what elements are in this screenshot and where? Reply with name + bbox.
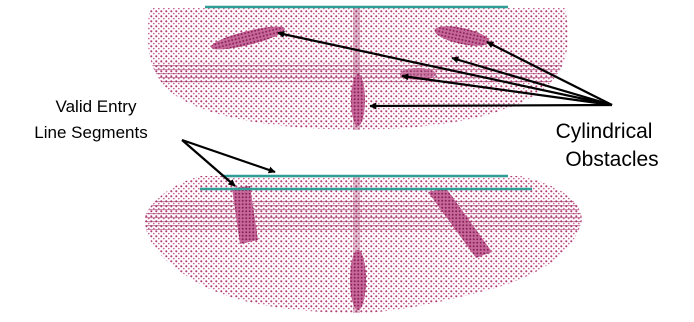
bottom-view: [145, 176, 585, 314]
bottom-obstacle-center: [350, 250, 366, 310]
obstacle-arrow-5: [370, 105, 612, 106]
obstacles-label: Cylindrical Obstacles: [556, 120, 659, 171]
bottom-band: [145, 200, 585, 230]
entry-label-line1: Valid Entry: [56, 97, 137, 116]
top-obstacle-4: [351, 74, 365, 126]
top-view: [147, 7, 570, 130]
obstacles-label-line2: Obstacles: [565, 148, 658, 171]
entry-label: Valid Entry Line Segments: [34, 97, 147, 142]
obstacles-label-line1: Cylindrical: [556, 120, 653, 143]
entry-label-line2: Line Segments: [34, 123, 147, 142]
entry-arrow-1: [182, 140, 275, 172]
